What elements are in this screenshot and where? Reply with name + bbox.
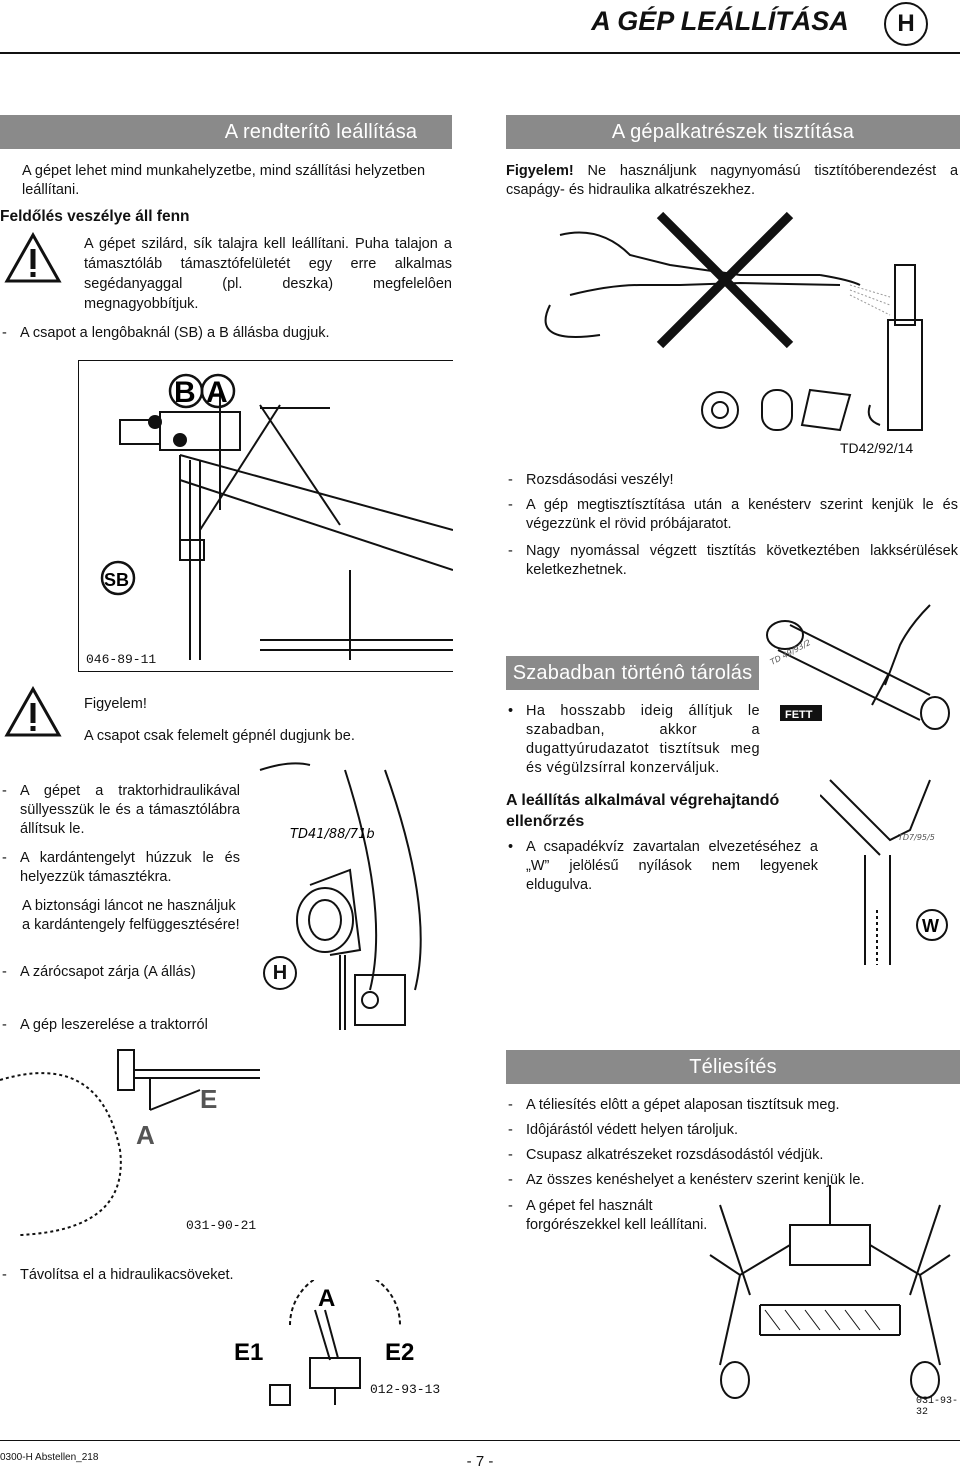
step-lock-pin: A zárócsapot zárja (A állás) — [0, 963, 250, 982]
check-heading: A leállítás alkalmával végrehajtandó ell… — [506, 792, 780, 830]
figure-cleaning-drawing — [544, 211, 923, 432]
figure-pin-frame — [78, 360, 453, 672]
svg-text:B: B — [174, 376, 196, 409]
cleaning-bullet-lubricate: A gép megtisztísztítása után a kenésterv… — [506, 496, 958, 534]
attention-text: A csapot csak felemelt gépnél dugjunk be… — [84, 728, 355, 744]
figure-cylinder-label: TD 49/93/2 — [769, 638, 812, 667]
warning-triangle-icon — [4, 232, 62, 283]
figure-rotor-label: 031-93-32 — [916, 1396, 959, 1418]
chapter-h-icon: H — [263, 956, 297, 990]
svg-text:A: A — [136, 1120, 155, 1150]
chapter-letter-badge: H — [884, 2, 928, 46]
check-dot: A csapadékvíz zavartalan elvezetéséhez a… — [506, 838, 818, 895]
chain-note: A biztonsági láncot ne használjuk a kard… — [22, 898, 240, 933]
svg-text:A: A — [206, 376, 228, 409]
step-pin-position: A csapot a lengôbaknál (SB) a B állásba … — [0, 324, 440, 343]
figure-pto-drawing: TD41/88/71b — [259, 762, 422, 1030]
section-title-storage: Szabadban történô tárolás — [506, 656, 759, 690]
tip-over-warning-heading: Feldőlés veszélye áll fenn — [0, 208, 190, 225]
figure-lock-lever-label: 031-90-21 — [186, 1218, 257, 1233]
step-remove-hoses: Távolítsa el a hidraulikacsöveket. — [0, 1266, 300, 1285]
figure-pto-label: TD41/88/71b — [290, 827, 375, 842]
figure-lock-lever-drawing: E A — [0, 1049, 260, 1236]
tip-over-warning-text: A gépet szilárd, sík talajra kell leállí… — [84, 236, 452, 312]
page-title: A GÉP LEÁLLÍTÁSA — [591, 6, 849, 36]
figure-cleaning-label: TD42/92/14 — [840, 440, 914, 456]
section-title-text: A rendterítô leállítása — [224, 120, 418, 143]
figure-valve-label: 012-93-13 — [370, 1382, 441, 1397]
winter-bullet-raised: A gépet fel használt forgórészekkel kell… — [506, 1197, 736, 1235]
fett-label: FETT — [785, 709, 813, 721]
winter-bullet-clean: A téliesítés elôtt a gépet alaposan tisz… — [506, 1096, 958, 1115]
figure-drain-label: TD7/95/5 — [898, 833, 935, 842]
page-number: - 7 - — [466, 1453, 494, 1470]
svg-text:E: E — [200, 1084, 217, 1114]
attention-label: Figyelem! — [84, 696, 147, 712]
step-pto-shaft: A kardántengelyt húzzuk le és helyezzük … — [0, 849, 240, 887]
figure-rotor-drawing — [709, 1185, 951, 1399]
cleaning-bullet-rust: Rozsdásodási veszély! — [506, 471, 958, 490]
step-detach-tractor: A gép leszerelése a traktorról — [0, 1016, 300, 1035]
section-title-winter: Téliesítés — [506, 1050, 960, 1084]
storage-dot: Ha hosszabb ideig állítjuk le szabadban,… — [506, 702, 760, 778]
figure-cylinder-drawing: FETT TD 49/93/2 — [766, 604, 950, 730]
cleaning-attention: Figyelem! Ne használjunk nagynyomású tis… — [506, 162, 958, 200]
svg-text:E2: E2 — [385, 1339, 414, 1366]
footer-divider — [0, 1440, 960, 1441]
cleaning-bullet-paint: Nagy nyomással végzett tisztítás követke… — [506, 542, 958, 580]
step-lower-machine: A gépet a traktorhidraulikával süllyessz… — [0, 782, 240, 839]
intro-text: A gépet lehet mind munkahelyzetbe, mind … — [22, 163, 426, 198]
cleaning-attention-text: Ne használjunk nagynyomású tisztítóberen… — [506, 163, 959, 198]
svg-text:E1: E1 — [234, 1339, 263, 1366]
drain-w-marker: W — [922, 916, 939, 936]
winter-bullet-protect: Csupasz alkatrészeket rozsdásodástól véd… — [506, 1146, 958, 1165]
section-title-rendterito: A rendterítô leállítása — [0, 115, 452, 149]
figure-pin-label: 046-89-11 — [86, 652, 157, 667]
winter-bullet-lubricate: Az összes kenéshelyet a kenésterv szerin… — [506, 1171, 958, 1190]
footer-doc-code: 0300-H Abstellen_218 — [0, 1452, 99, 1463]
cleaning-attention-label: Figyelem! — [506, 163, 574, 179]
svg-text:SB: SB — [104, 570, 129, 590]
winter-bullet-shelter: Idôjárástól védett helyen tároljuk. — [506, 1121, 958, 1140]
section-title-cleaning: A gépalkatrészek tisztítása — [506, 115, 960, 149]
figure-pin-drawing: B A SB — [100, 373, 453, 660]
svg-text:A: A — [318, 1285, 335, 1312]
header-divider — [0, 52, 960, 54]
figure-drain-drawing: W TD7/95/5 — [820, 779, 948, 965]
figure-valve-drawing: A E1 E2 — [234, 1280, 414, 1406]
warning-triangle-icon — [4, 686, 62, 737]
